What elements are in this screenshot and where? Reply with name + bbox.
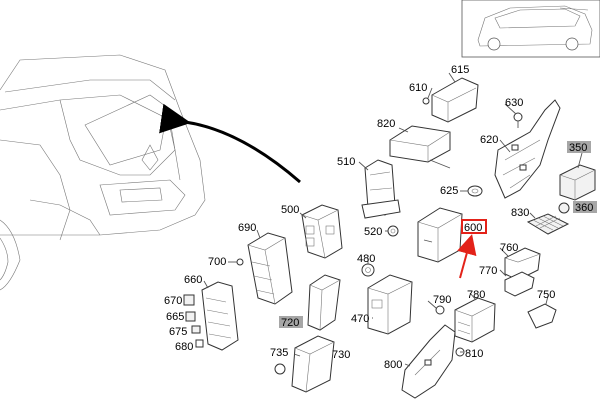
part-660-fuseblock[interactable] bbox=[201, 281, 239, 351]
part-360-nut[interactable] bbox=[558, 202, 570, 214]
part-350-relay[interactable] bbox=[559, 164, 596, 201]
part-675[interactable] bbox=[191, 325, 201, 334]
label-500[interactable]: 500 bbox=[281, 204, 299, 216]
part-520-grommet[interactable] bbox=[387, 225, 399, 237]
part-830-grid[interactable] bbox=[526, 213, 570, 235]
part-500-fusebox[interactable] bbox=[301, 204, 343, 259]
label-830[interactable]: 830 bbox=[511, 207, 529, 219]
part-800-bracket[interactable] bbox=[401, 324, 456, 399]
part-670[interactable] bbox=[183, 294, 195, 306]
part-690-fusebox[interactable] bbox=[247, 232, 293, 305]
label-770[interactable]: 770 bbox=[479, 265, 497, 277]
label-820[interactable]: 820 bbox=[377, 118, 395, 130]
highlight-720 bbox=[279, 316, 303, 328]
label-350[interactable]: 350 bbox=[569, 142, 587, 154]
part-615-module[interactable] bbox=[422, 77, 479, 123]
part-600-module[interactable] bbox=[417, 207, 463, 263]
label-670[interactable]: 670 bbox=[164, 295, 182, 307]
part-630-screw[interactable] bbox=[513, 112, 523, 128]
label-720[interactable]: 720 bbox=[281, 317, 299, 329]
part-680[interactable] bbox=[195, 339, 204, 348]
label-700[interactable]: 700 bbox=[208, 256, 226, 268]
part-470-module[interactable] bbox=[367, 274, 413, 335]
part-720-module[interactable] bbox=[307, 274, 341, 331]
vehicle-outline bbox=[0, 54, 206, 291]
label-600[interactable]: 600 bbox=[464, 222, 482, 234]
part-510-bracket[interactable] bbox=[361, 159, 401, 219]
part-760-connector[interactable] bbox=[504, 247, 541, 297]
part-780-module[interactable] bbox=[454, 297, 496, 343]
label-810[interactable]: 810 bbox=[465, 348, 483, 360]
label-730[interactable]: 730 bbox=[332, 349, 350, 361]
highlight-600-box bbox=[461, 219, 487, 234]
part-480-grommet[interactable] bbox=[361, 263, 375, 277]
label-630[interactable]: 630 bbox=[505, 97, 523, 109]
label-480[interactable]: 480 bbox=[357, 253, 375, 265]
part-625-grommet[interactable] bbox=[467, 185, 483, 197]
part-700-screw[interactable] bbox=[228, 258, 244, 266]
label-660[interactable]: 660 bbox=[184, 274, 202, 286]
label-735[interactable]: 735 bbox=[270, 347, 288, 359]
label-610[interactable]: 610 bbox=[409, 82, 427, 94]
part-labels: 615 610 630 820 620 350 510 625 500 830 … bbox=[164, 64, 593, 371]
label-675[interactable]: 675 bbox=[169, 326, 187, 338]
leader-lines bbox=[203, 72, 583, 367]
label-625[interactable]: 625 bbox=[440, 185, 458, 197]
part-735-grommet[interactable] bbox=[274, 363, 286, 375]
part-750-sensor[interactable] bbox=[527, 303, 557, 329]
label-665[interactable]: 665 bbox=[166, 311, 184, 323]
label-360[interactable]: 360 bbox=[575, 202, 593, 214]
label-620[interactable]: 620 bbox=[480, 134, 498, 146]
label-680[interactable]: 680 bbox=[175, 341, 193, 353]
label-690[interactable]: 690 bbox=[238, 222, 256, 234]
vehicle-inset bbox=[461, 0, 600, 58]
highlight-360 bbox=[573, 201, 597, 213]
label-750[interactable]: 750 bbox=[537, 289, 555, 301]
part-620-bracket[interactable] bbox=[494, 99, 561, 199]
part-790-grommet[interactable] bbox=[435, 305, 445, 315]
highlight-arrow bbox=[457, 234, 477, 279]
pointer-arrow bbox=[159, 103, 301, 184]
label-470[interactable]: 470 bbox=[351, 313, 369, 325]
label-760[interactable]: 760 bbox=[500, 242, 518, 254]
label-510[interactable]: 510 bbox=[337, 156, 355, 168]
label-615[interactable]: 615 bbox=[451, 64, 469, 76]
label-800[interactable]: 800 bbox=[384, 359, 402, 371]
label-780[interactable]: 780 bbox=[467, 289, 485, 301]
part-820-module[interactable] bbox=[389, 125, 451, 169]
highlight-350 bbox=[567, 141, 591, 153]
part-730-module[interactable] bbox=[291, 335, 335, 393]
label-520[interactable]: 520 bbox=[364, 226, 382, 238]
part-665[interactable] bbox=[185, 311, 196, 322]
label-790[interactable]: 790 bbox=[433, 294, 451, 306]
